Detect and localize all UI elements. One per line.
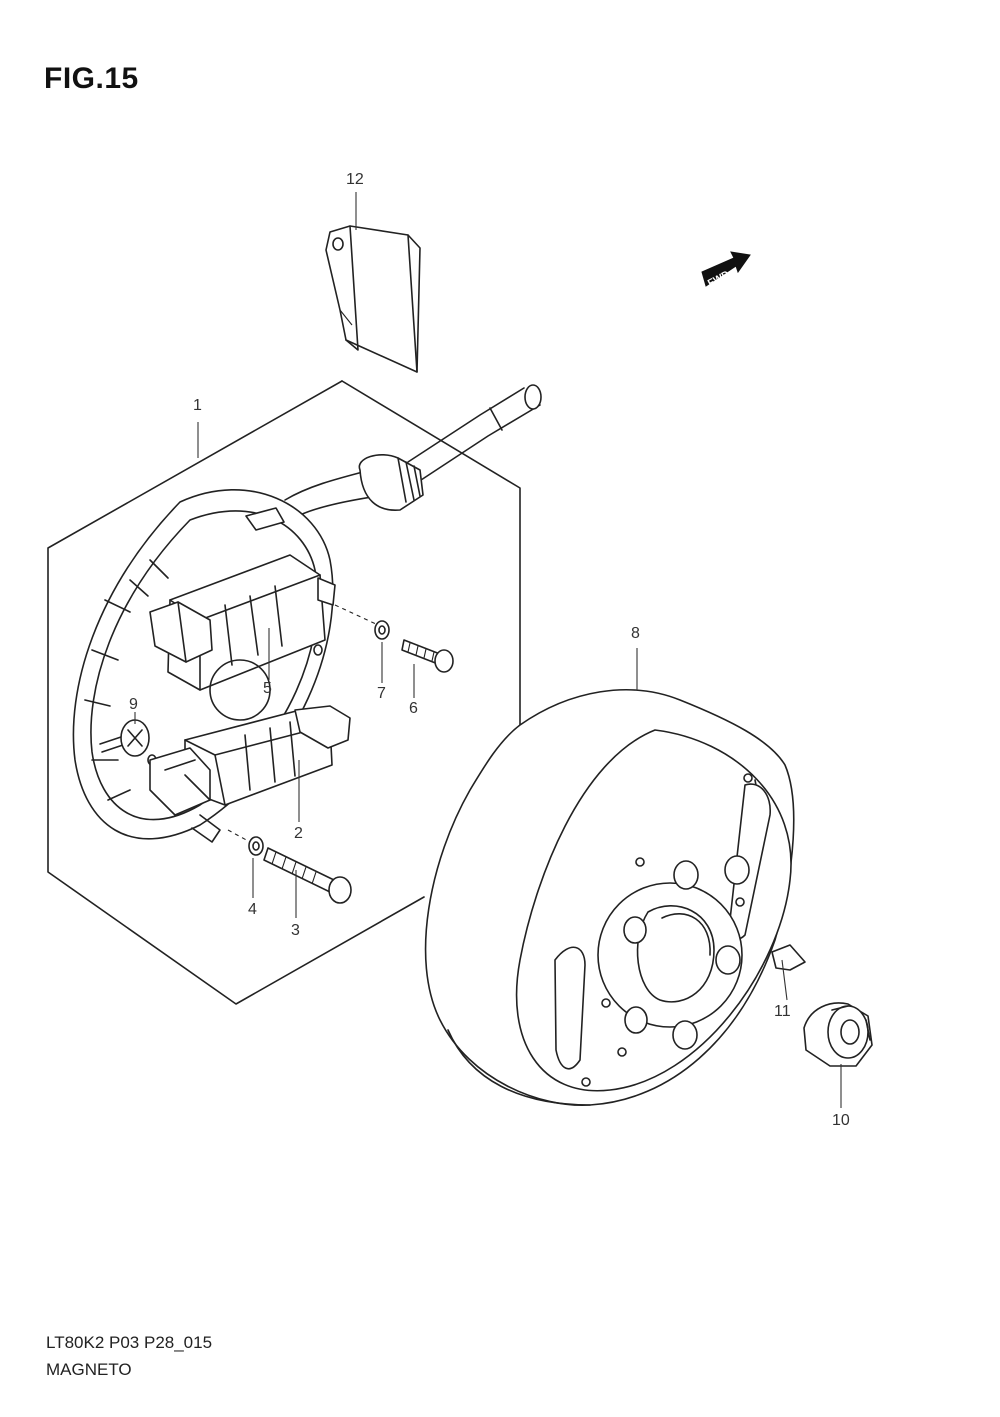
washer-4-part bbox=[248, 836, 264, 856]
flywheel-rotor-part bbox=[424, 689, 795, 1106]
callout-10: 10 bbox=[832, 1112, 850, 1129]
nut-10-part bbox=[803, 1002, 873, 1067]
leader-lines bbox=[134, 192, 842, 1108]
screw-6-part bbox=[401, 639, 454, 673]
diagram-name: MAGNETO bbox=[46, 1360, 132, 1379]
callout-4: 4 bbox=[248, 901, 257, 918]
callout-9: 9 bbox=[129, 696, 138, 713]
stator-assembly-box bbox=[47, 380, 521, 1005]
callout-5: 5 bbox=[263, 680, 272, 697]
washer-7-part bbox=[374, 620, 390, 640]
callout-1: 1 bbox=[193, 397, 202, 414]
callout-8: 8 bbox=[631, 625, 640, 642]
callout-7: 7 bbox=[377, 685, 386, 702]
callout-3: 3 bbox=[291, 922, 300, 939]
diagram-code: LT80K2 P03 P28_015 bbox=[46, 1333, 213, 1352]
callout-2: 2 bbox=[294, 825, 303, 842]
key-11-part bbox=[771, 944, 806, 971]
callout-11: 11 bbox=[774, 1003, 791, 1020]
wire-harness bbox=[284, 384, 542, 516]
lighting-coil-part bbox=[149, 554, 336, 721]
pulser-coil-part bbox=[149, 705, 351, 843]
figure-title: FIG.15 bbox=[44, 62, 139, 95]
screw-3-part bbox=[263, 847, 352, 904]
callout-12: 12 bbox=[346, 171, 364, 188]
callout-6: 6 bbox=[409, 700, 418, 717]
fwd-arrow-icon: FWD bbox=[701, 251, 751, 289]
cover-plate-part bbox=[325, 225, 421, 373]
